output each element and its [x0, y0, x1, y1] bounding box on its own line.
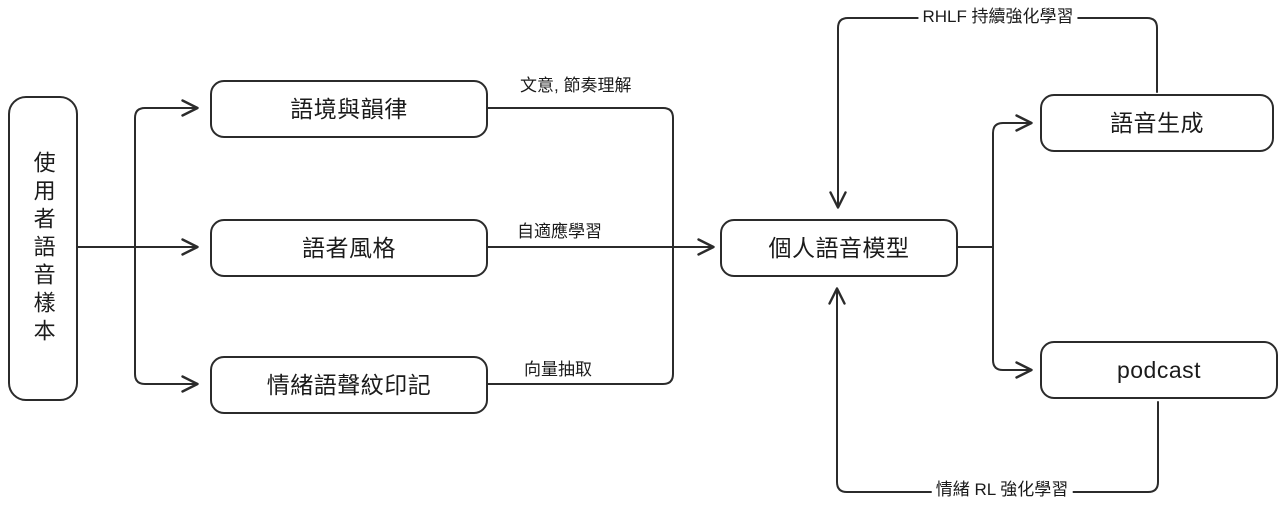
node-context-prosody[interactable]: 語境與韻律 [210, 80, 488, 138]
edge-source-to-emotion [134, 246, 199, 393]
node-context-prosody-label: 語境與韻律 [290, 95, 408, 122]
node-speech-generation[interactable]: 語音生成 [1040, 94, 1274, 152]
edge-emotion-to-model [487, 246, 674, 385]
node-speaker-style-label: 語者風格 [302, 234, 396, 261]
node-speaker-style[interactable]: 語者風格 [210, 219, 488, 277]
node-personal-voice-model[interactable]: 個人語音模型 [720, 219, 958, 277]
edge-context-to-model [487, 107, 674, 248]
node-user-voice-sample[interactable]: 使用者語音樣本 [8, 96, 78, 401]
node-podcast[interactable]: podcast [1040, 341, 1278, 399]
node-speech-generation-label: 語音生成 [1110, 109, 1204, 136]
edge-model-to-speech [992, 114, 1033, 248]
node-user-voice-sample-label: 使用者語音樣本 [30, 150, 56, 347]
edge-source-to-context [134, 99, 199, 248]
node-emotion-voiceprint-label: 情緒語聲紋印記 [266, 371, 432, 398]
node-emotion-voiceprint[interactable]: 情緒語聲紋印記 [210, 356, 488, 414]
node-podcast-label: podcast [1116, 356, 1202, 383]
edge-label-rhlf-loop: RHLF 持續強化學習 [918, 7, 1078, 27]
edge-label-emotion-rl-loop: 情緒 RL 強化學習 [931, 480, 1073, 500]
edge-label-semantic-rhythm: 文意, 節奏理解 [516, 76, 636, 96]
node-personal-voice-model-label: 個人語音模型 [768, 234, 910, 261]
edge-label-vector-extraction: 向量抽取 [520, 360, 596, 380]
edge-label-adaptive-learning: 自適應學習 [513, 222, 606, 242]
edge-model-to-podcast [992, 246, 1033, 379]
